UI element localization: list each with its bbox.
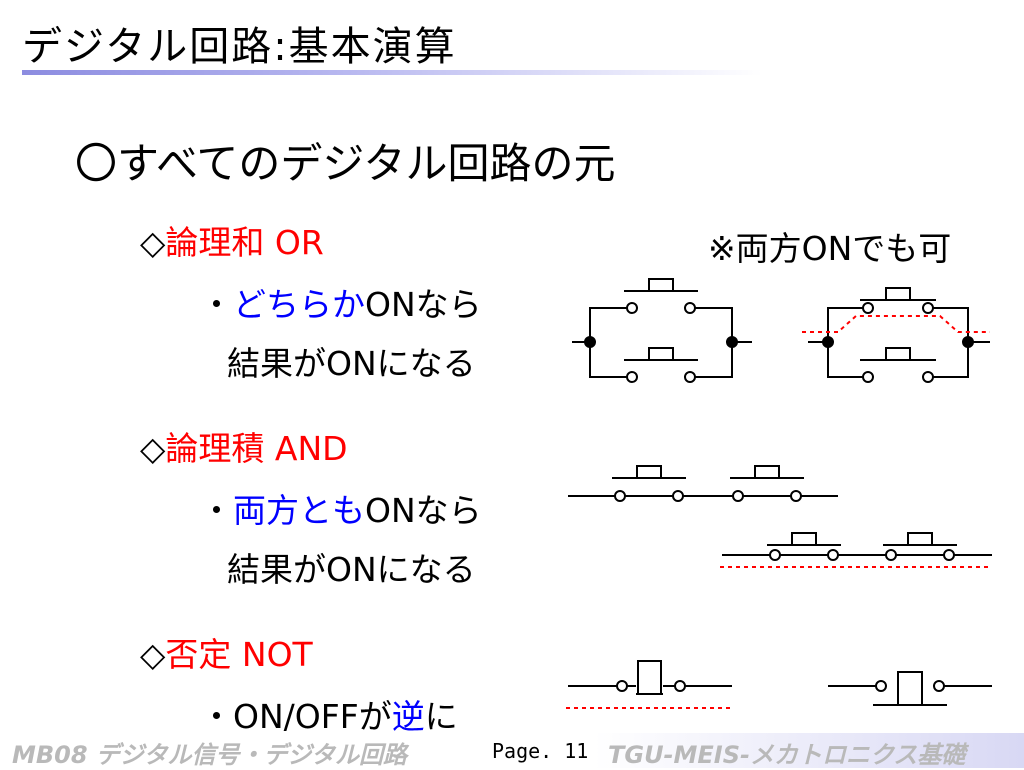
or-line-1-rest: ONなら [365, 285, 482, 324]
and-line-1-rest: ONなら [365, 491, 482, 530]
not-line-1-post: に [424, 697, 458, 736]
not-closed-switch-diagram [566, 660, 734, 709]
section-and-heading: ◇論理積 AND [140, 422, 348, 470]
or-line-1-emphasis: どちらか [233, 285, 365, 324]
title-underline [22, 70, 762, 75]
section-or-heading: ◇論理和 OR [140, 216, 324, 264]
bullet: ・ [200, 697, 233, 736]
section-and-label: 論理積 AND [165, 429, 348, 468]
section-not-heading: ◇否定 NOT [140, 628, 313, 676]
bullet: ・ [200, 491, 233, 530]
slide-title: デジタル回路:基本演算 [22, 24, 457, 70]
or-parallel-switch-diagram [572, 278, 752, 383]
or-line-1: ・どちらかONなら [200, 278, 482, 326]
or-note: ※両方ONでも可 [708, 229, 952, 268]
diamond-marker: ◇ [140, 635, 166, 674]
and-both-on-switch-diagram [720, 532, 992, 568]
section-or-label: 論理和 OR [165, 223, 324, 262]
footer-course-title: MB08 デジタル信号・デジタル回路 [12, 741, 407, 769]
not-open-switch-diagram [828, 671, 992, 706]
footer-course-name: TGU-MEIS-メカトロニクス基礎 [608, 741, 966, 769]
and-series-switch-diagram [568, 465, 838, 502]
or-both-on-switch-diagram [802, 287, 990, 383]
footer-bar [0, 733, 1024, 768]
diamond-marker: ◇ [140, 429, 166, 468]
section-not-label: 否定 NOT [165, 635, 313, 674]
bullet: ・ [200, 285, 233, 324]
diamond-marker: ◇ [140, 223, 166, 262]
and-line-1-emphasis: 両方とも [233, 491, 365, 530]
not-line-1-emphasis: 逆 [391, 697, 425, 736]
headline: 〇すべてのデジタル回路の元 [75, 139, 616, 188]
or-line-2: 結果がONになる [227, 344, 476, 383]
and-line-2: 結果がONになる [227, 550, 476, 589]
not-line-1-pre: ON/OFFが [233, 697, 392, 736]
not-line-1: ・ON/OFFが逆に [200, 690, 458, 738]
and-line-1: ・両方ともONなら [200, 484, 482, 532]
page-number: Page. 11 [492, 739, 589, 763]
